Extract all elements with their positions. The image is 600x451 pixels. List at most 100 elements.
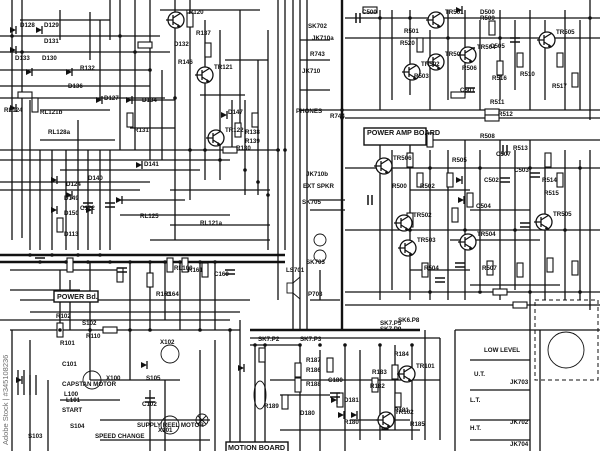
component-label: R515 [544,190,559,197]
component-label: R502 [420,183,435,190]
junction-dot [64,260,68,264]
junction-dot [528,166,532,170]
component-label: X100 [106,375,121,382]
capacitor-symbol [117,267,127,273]
component-label: R182 [370,383,385,390]
junction-dot [563,228,567,232]
component-label: JK702 [510,419,529,426]
diode-symbol [10,104,17,112]
resistor-symbol [294,362,302,378]
junction-dot [446,36,450,40]
transistor-label: TR502 [413,212,432,219]
transistor-symbol [376,411,395,429]
resistor-symbol [484,114,500,122]
transistor-label: TR101 [416,363,435,370]
component-label: D147 [228,109,243,116]
transistor-symbol [397,365,416,383]
component-label: P703 [308,291,323,298]
junction-dot [408,16,412,20]
component-label: C160 [214,271,229,278]
junction-dot [298,343,302,347]
component-label: SK7.P2 [258,336,280,343]
diode-symbol [238,364,245,372]
resistor-symbol [326,357,334,373]
component-label: R181 [394,407,409,414]
loudspeaker-body-icon [286,282,294,294]
component-label: D129 [44,22,59,29]
junction-dot [463,228,467,232]
component-label: R513 [513,145,528,152]
resistor-symbol [486,260,494,276]
component-label: R500 [392,183,407,190]
transistor-symbol [458,46,477,64]
resistor-symbol [394,392,402,408]
capacitor-symbol [455,262,465,268]
resistor-symbol [416,172,424,188]
resistor-symbol [546,257,554,273]
junction-dot [178,260,182,264]
component-label: R130 [236,145,251,152]
component-label: R517 [552,83,567,90]
callouts: LOW LEVEL EXT SPKR PHONES CAPSTAN MOTOR … [62,108,520,440]
switch-sw100-symbol [253,380,267,410]
speed-change-label: SPEED CHANGE [95,433,145,440]
resistor-symbol [281,394,289,410]
diode-symbol [51,206,58,214]
resistor-symbol [516,262,524,278]
capacitor-symbol [530,172,540,178]
transistor-label: TR502 [421,61,440,68]
diode-symbol [221,111,228,119]
capacitor-symbol [435,277,445,283]
component-label: D113 [64,231,79,238]
resistor-symbol [17,91,33,99]
resistor-symbol [116,267,124,283]
junction-dot [513,228,517,232]
junction-dot [163,260,167,264]
junction-dots [10,16,592,347]
junction-dot [133,50,137,54]
component-label: D128 [20,22,35,29]
junction-dot [343,343,347,347]
resistor-symbol [544,152,552,168]
component-label: D150 [64,210,79,217]
component-label: R505 [452,157,467,164]
junction-dot [128,260,132,264]
junction-dot [128,328,132,332]
transistor-label: TR120 [185,9,204,16]
loudspeaker-cone-icon [292,276,301,300]
resistor-symbol [512,301,528,309]
start-label: START [62,407,82,414]
transistor-label: TR504 [477,231,496,238]
component-label: R139 [245,138,260,145]
capacitor-symbol [225,269,235,275]
component-label: D180 [300,410,315,417]
junction-dot [38,260,42,264]
junction-dot [10,34,14,38]
capacitor-symbol [500,177,510,183]
resistor-symbol [426,132,434,148]
component-label: D127 [104,95,119,102]
junction-dot [266,193,270,197]
ext-spkr-label: EXT SPKR [303,183,334,190]
component-label: JK710b [306,171,328,178]
component-label: C101 [62,361,77,368]
component-label: C500 [362,9,377,16]
component-label: R506 [462,65,477,72]
component-label: S105 [146,375,161,382]
junction-dot [478,290,482,294]
component-label: SK702 [308,23,327,30]
component-label: R187 [306,357,321,364]
resistor-symbol [450,91,466,99]
transistor-label: TR504 [477,44,496,51]
component-label: C102 [142,401,157,408]
transistor-symbol [398,239,417,257]
transistor-label: TR505 [556,29,575,36]
junction-dot [578,290,582,294]
component-label: D124 [66,181,81,188]
resistor-symbol [201,262,209,278]
junction-dot [198,260,202,264]
junction-dot [218,158,222,162]
component-label: U.T. [474,371,485,378]
diode-symbol [141,361,148,369]
transistor-symbol [206,129,225,147]
